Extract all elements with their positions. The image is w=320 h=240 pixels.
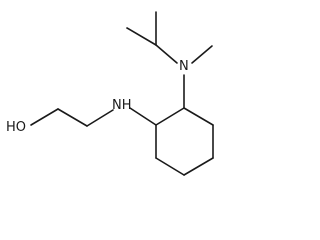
structure-diagram: HO NH N — [6, 11, 214, 176]
amine-nh-label: NH — [112, 98, 132, 113]
molecule-canvas: HO NH N — [6, 11, 214, 176]
ring-bond-4 — [183, 157, 214, 176]
ring-bond-1 — [155, 107, 185, 126]
bond-c1-c2 — [57, 108, 88, 127]
bond-isopropyl-methyl-1 — [126, 27, 157, 46]
bond-n-methyl — [191, 45, 213, 64]
bond-n-isopropyl — [155, 44, 178, 64]
ring-bond-2 — [183, 107, 214, 126]
bond-nh-ring — [129, 107, 157, 126]
bond-o-c1 — [30, 108, 59, 126]
amine-n-label: N — [179, 59, 189, 74]
bond-c2-nh — [86, 109, 114, 127]
hydroxyl-label: HO — [6, 120, 26, 135]
ring-bond-5 — [155, 157, 185, 176]
